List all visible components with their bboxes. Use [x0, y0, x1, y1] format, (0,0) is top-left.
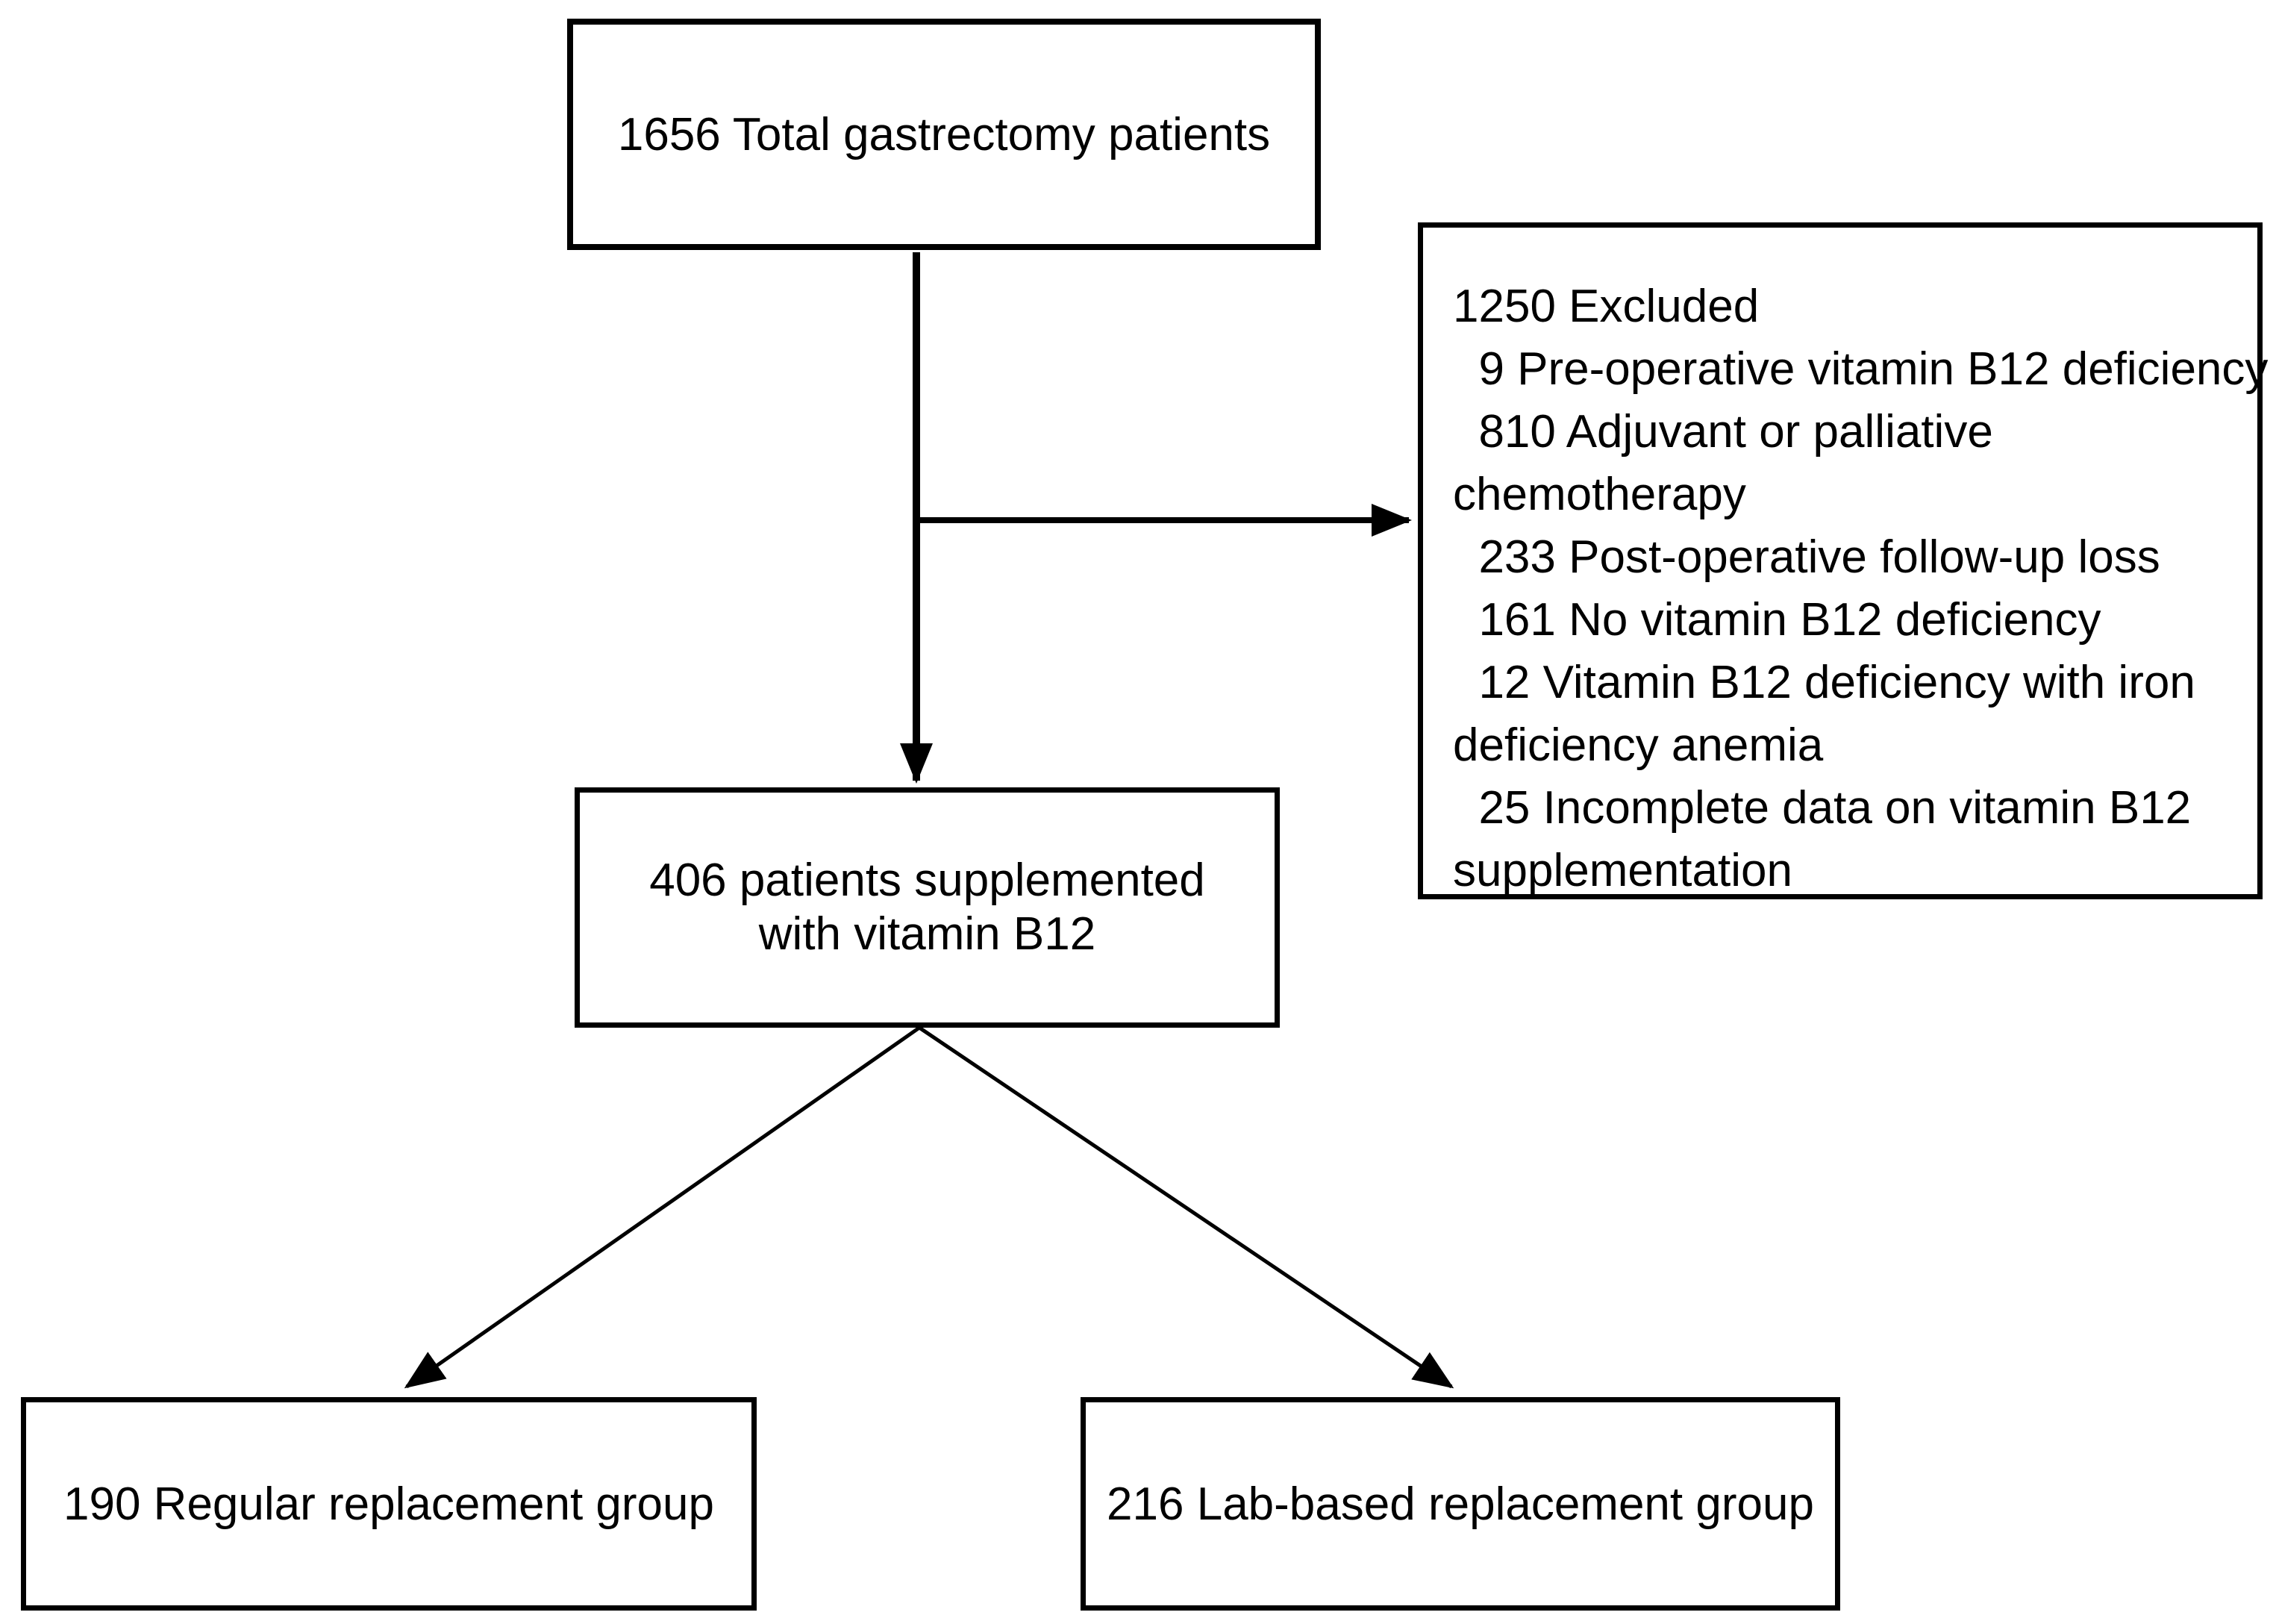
excluded-reason-line: 233 Post-operative follow-up loss	[1453, 531, 2160, 583]
excluded-reason-line: 25 Incomplete data on vitamin B12	[1453, 782, 2192, 834]
excluded-reason-line: 9 Pre-operative vitamin B12 deficiency	[1453, 343, 2269, 395]
node-supplemented-patients-label: 406 patients supplemented with vitamin B…	[649, 855, 1205, 960]
excluded-reason-line: 810 Adjuvant or palliative	[1453, 406, 1993, 457]
node-regular-replacement-group-label: 190 Regular replacement group	[63, 1478, 714, 1530]
excluded-reason-line: 12 Vitamin B12 deficiency with iron	[1453, 657, 2195, 708]
node-supplemented-patients: 406 patients supplemented with vitamin B…	[575, 787, 1280, 1028]
excluded-reason-line-continuation: deficiency anemia	[1453, 719, 1824, 771]
node-labbased-replacement-group: 216 Lab-based replacement group	[1081, 1397, 1840, 1611]
node-total-gastrectomy-patients: 1656 Total gastrectomy patients	[567, 19, 1321, 250]
excluded-header: 1250 Excluded	[1453, 281, 1760, 332]
excluded-reason-line: 161 No vitamin B12 deficiency	[1453, 594, 2101, 646]
excluded-reason-line-continuation: supplementation	[1453, 845, 1792, 896]
arrow-middle-to-labbased-group	[918, 1025, 1454, 1389]
node-labbased-replacement-group-label: 216 Lab-based replacement group	[1107, 1478, 1814, 1530]
node-regular-replacement-group: 190 Regular replacement group	[21, 1397, 757, 1611]
node-total-gastrectomy-patients-label: 1656 Total gastrectomy patients	[617, 108, 1271, 160]
excluded-reason-line-continuation: chemotherapy	[1453, 469, 1746, 520]
arrow-middle-to-regular-group	[404, 1025, 921, 1389]
node-excluded: 1250 Excluded 9 Pre-operative vitamin B1…	[1418, 222, 2269, 899]
